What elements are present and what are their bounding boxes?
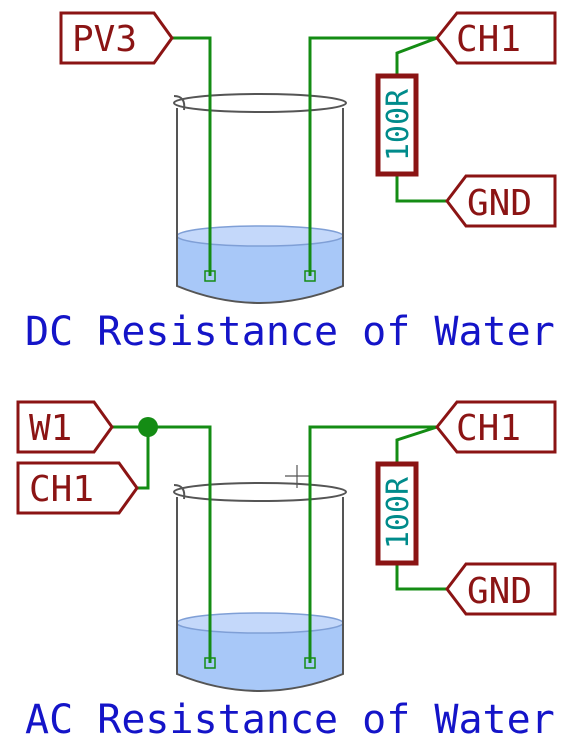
label-ch1-source: CH1	[16, 461, 139, 515]
label-w1-text: W1	[29, 408, 72, 449]
label-pv3-text: PV3	[72, 19, 137, 60]
label-ch1: CH1	[435, 400, 557, 454]
label-ch1-source-text: CH1	[29, 469, 94, 510]
label-gnd-text: GND	[467, 183, 532, 224]
resistor: 100R	[375, 461, 419, 566]
resistor-label: 100R	[381, 88, 416, 161]
label-pv3: PV3	[59, 11, 174, 65]
label-ch1: CH1	[435, 11, 557, 65]
dc-circuit: 100R PV3 CH1 GND DC Resistance of Water	[25, 11, 557, 355]
ch1-wire	[308, 425, 437, 663]
ch1-source-wire	[137, 427, 150, 490]
water	[177, 623, 343, 691]
junction-dot	[138, 417, 158, 437]
ac-title: AC Resistance of Water	[25, 697, 555, 743]
resistor-label: 100R	[381, 476, 416, 549]
resistor-bottom-wire	[395, 563, 447, 591]
ac-circuit: 100R W1 CH1 CH1 GND AC Resistance of Wat…	[16, 400, 557, 743]
label-ch1-text: CH1	[456, 408, 521, 449]
label-w1: W1	[16, 400, 114, 454]
dc-title: DC Resistance of Water	[25, 309, 555, 355]
resistor-bottom-wire	[395, 174, 447, 203]
pv3-wire	[172, 36, 212, 276]
beaker	[173, 482, 347, 692]
resistor: 100R	[375, 73, 419, 177]
electrode-pad	[304, 657, 316, 669]
label-ch1-text: CH1	[456, 19, 521, 60]
label-gnd: GND	[445, 562, 557, 616]
resistor-top-wire	[395, 36, 438, 76]
electrode-pad	[204, 270, 216, 282]
beaker	[173, 93, 347, 304]
ch1-wire	[308, 36, 437, 276]
resistor-top-wire	[395, 425, 438, 464]
label-gnd: GND	[445, 174, 557, 228]
label-gnd-text: GND	[467, 571, 532, 612]
water	[177, 236, 343, 303]
electrode-pad	[304, 270, 316, 282]
electrode-pad	[204, 657, 216, 669]
crosshair-cursor	[285, 465, 309, 488]
